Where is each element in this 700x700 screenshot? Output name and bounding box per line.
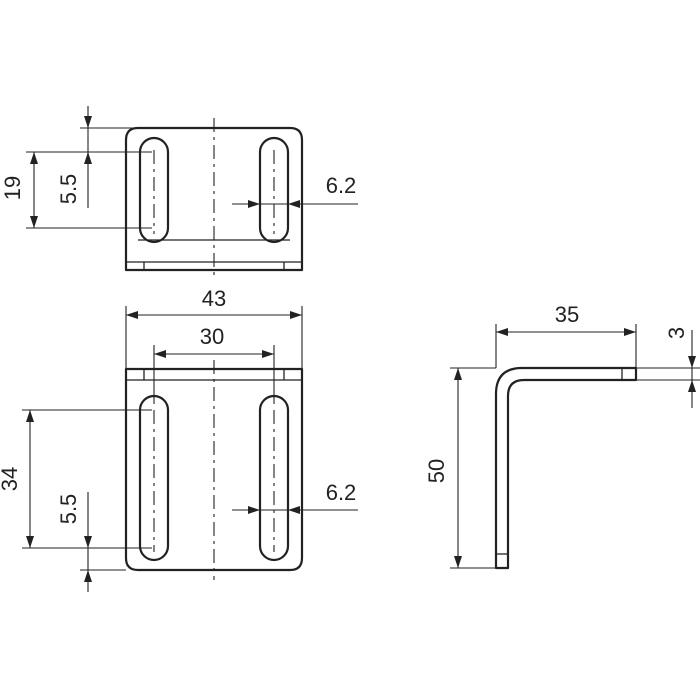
dim-35-label: 35 (555, 302, 579, 327)
dim-55-front-label: 5.5 (56, 494, 81, 525)
top-view-slot-left (138, 136, 170, 244)
side-view-profile (494, 366, 638, 570)
dim-3-label: 3 (664, 327, 689, 339)
top-view-outline (124, 126, 304, 272)
dim-55-top-label: 5.5 (56, 174, 81, 205)
dim-30-label: 30 (200, 324, 224, 349)
dim-55-top-arrow-a (84, 116, 92, 128)
dim-62-front-arrow-a (248, 506, 260, 514)
dim-34-label: 34 (0, 467, 22, 491)
dim-34-arrow-bottom (26, 536, 34, 548)
dim-55-front-arrow-a (84, 536, 92, 548)
dim-62-top-arrow-a (248, 200, 260, 208)
dim-35-arrow-right (624, 328, 636, 336)
dim-43-label: 43 (202, 286, 226, 311)
dim-3-arrow-top (688, 356, 696, 368)
dim-19-arrow-bottom (30, 216, 38, 228)
dim-35-arrow-left (496, 328, 508, 336)
side-view: 35 3 50 (424, 302, 700, 570)
top-view-slot-right (258, 136, 290, 244)
dim-3-arrow-bottom (688, 380, 696, 392)
dim-43-arrow-right (290, 311, 302, 319)
dim-34-arrow-top (26, 410, 34, 422)
dim-50-arrow-bottom (454, 556, 462, 568)
dim-62-top-label: 6.2 (326, 173, 357, 198)
front-view: 43 30 34 5.5 6.2 (0, 286, 358, 592)
top-view: 19 5.5 6.2 (0, 106, 358, 278)
dim-43-arrow-left (126, 311, 138, 319)
dim-55-top-arrow-b (84, 152, 92, 164)
dim-62-front-label: 6.2 (326, 480, 357, 505)
dim-62-top-arrow-b (288, 200, 300, 208)
dim-19-arrow-top (30, 152, 38, 164)
dim-55-front-arrow-b (84, 570, 92, 582)
dim-30-arrow-left (154, 350, 166, 358)
dim-50-arrow-top (454, 368, 462, 380)
dim-19-label: 19 (0, 176, 25, 200)
dim-30-arrow-right (262, 350, 274, 358)
dim-50-label: 50 (424, 459, 449, 483)
dim-62-front-arrow-b (288, 506, 300, 514)
front-view-outline (124, 367, 304, 572)
